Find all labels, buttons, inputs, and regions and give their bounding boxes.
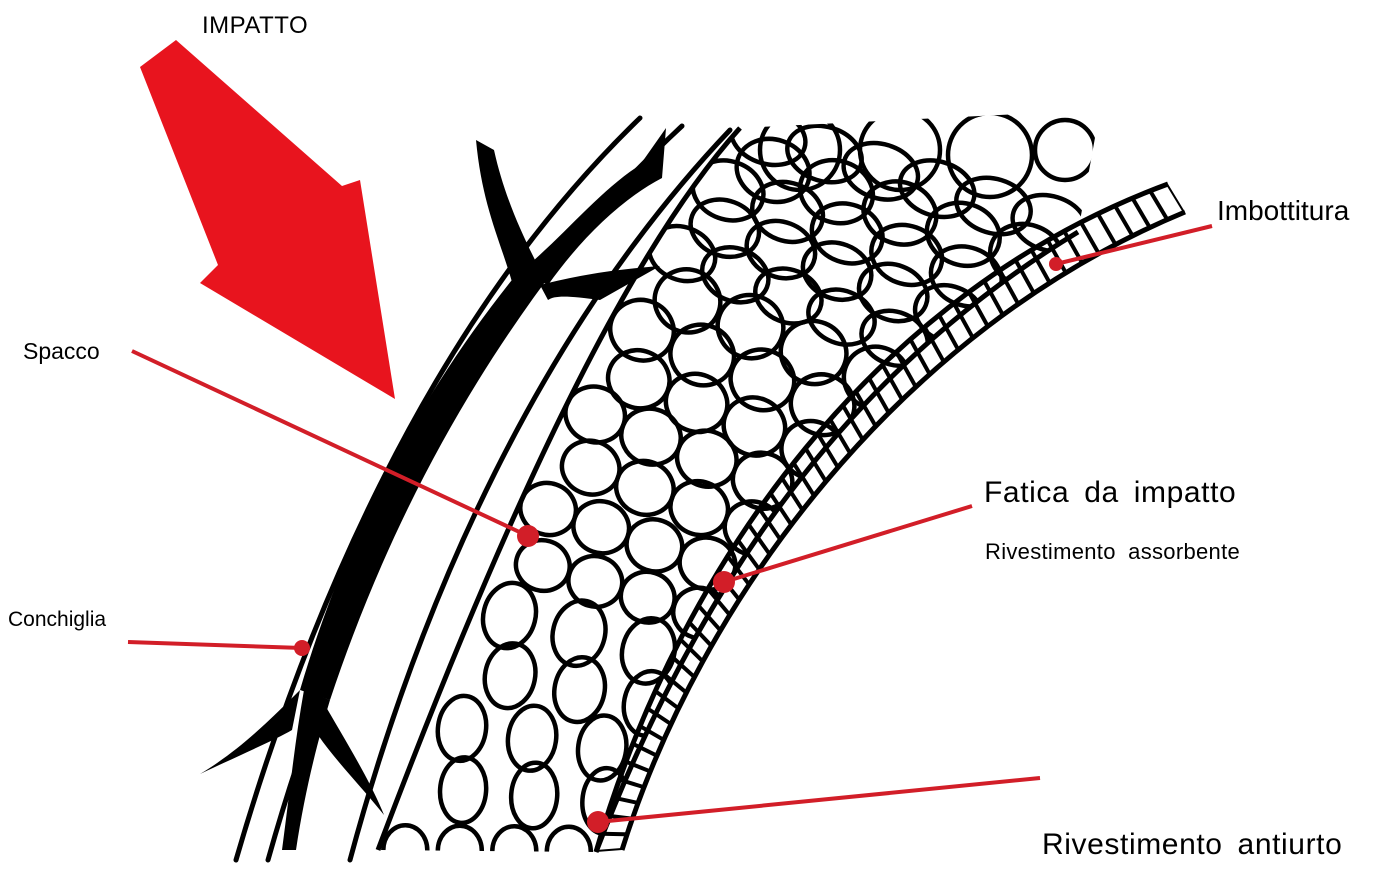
dot-liner <box>587 811 609 833</box>
foam-cell <box>800 240 874 302</box>
foam-cell <box>505 703 559 773</box>
foam-cell <box>513 537 572 594</box>
leader-lines <box>127 224 1213 824</box>
dot-gap <box>517 525 539 547</box>
foam-cell <box>435 693 489 764</box>
foam-cell <box>1032 117 1098 183</box>
foam-cell <box>897 158 977 220</box>
foam-cell <box>552 655 608 725</box>
dot-fatigue <box>713 571 735 593</box>
foam-cell <box>841 140 921 202</box>
label-impact-fatigue: Fatica da impatto <box>984 476 1237 509</box>
dot-shell <box>294 640 310 656</box>
leader-padding <box>1055 224 1213 266</box>
leader-dots <box>294 257 1063 833</box>
label-padding: Imbottitura <box>1217 195 1350 226</box>
foam-cell <box>734 136 812 205</box>
foam-cell <box>381 822 430 852</box>
foam-cell <box>437 755 489 826</box>
leader-gap <box>131 349 529 538</box>
foam-cell <box>809 201 885 266</box>
foam-cell <box>435 823 485 852</box>
foam-cell <box>544 824 594 852</box>
leader-liner <box>597 776 1041 824</box>
impact-arrow <box>140 40 395 399</box>
label-impact-liner: Rivestimento antiurto <box>1042 828 1343 861</box>
foam-cell <box>954 175 1033 237</box>
foam-cell <box>550 598 608 669</box>
padding-rib <box>597 792 654 809</box>
crack-shell <box>200 128 666 850</box>
foam-cell <box>508 760 560 831</box>
foam-cell <box>757 110 843 193</box>
foam-cell <box>857 110 943 193</box>
label-absorbent-liner: Rivestimento assorbente <box>985 539 1241 564</box>
foam-cell <box>869 222 945 288</box>
foam-cell <box>750 179 826 245</box>
foam-cell <box>806 287 877 347</box>
foam-cell <box>480 580 539 651</box>
padding-rib <box>1156 184 1185 230</box>
label-shell: Conchiglia <box>8 608 107 631</box>
foam-cell <box>575 713 629 783</box>
dot-padding <box>1049 257 1063 271</box>
label-impact: IMPATTO <box>202 12 309 39</box>
foam-cell <box>945 110 1035 200</box>
foam-cell <box>797 157 876 226</box>
foam-cell <box>490 823 539 852</box>
padding-rib <box>1051 211 1095 284</box>
leader-shell <box>127 640 303 650</box>
foam-cell <box>744 218 818 281</box>
padding-rib <box>1068 202 1112 274</box>
foam-cell <box>861 179 939 247</box>
label-gap: Spacco <box>23 338 100 364</box>
padding-rib <box>596 831 643 837</box>
leader-fatigue <box>723 504 973 584</box>
foam-cell <box>753 266 824 326</box>
foam-cell <box>856 261 930 324</box>
foam-cell <box>688 197 762 260</box>
